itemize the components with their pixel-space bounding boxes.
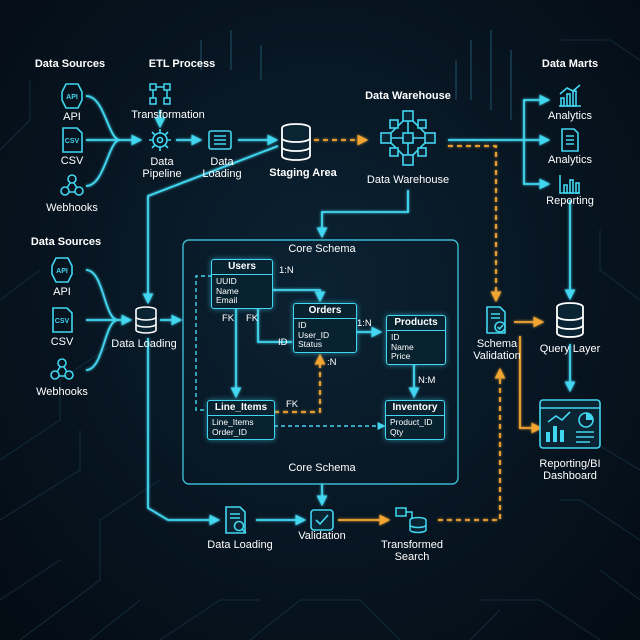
core-schema-container (182, 239, 459, 485)
validation-label: Validation (298, 530, 346, 542)
query-layer-database-icon (556, 302, 584, 338)
csv-icon: CSV (62, 127, 83, 153)
relation-fk-1: FK (222, 313, 235, 324)
relation-fk-2: FK (246, 313, 259, 324)
mart-analytics-label: Analytics (547, 110, 593, 122)
api-icon: API (61, 83, 83, 109)
entity-users-fields: UUID Name Email (212, 275, 272, 308)
field: Name (216, 285, 239, 296)
field: Line_Items (212, 417, 254, 427)
warehouse-network-icon (380, 110, 436, 166)
entity-line-items[interactable]: Line_Items Line_Items Order_ID (207, 400, 275, 440)
entity-products-fields: ID Name Price (387, 331, 445, 364)
dashboard-icon (539, 399, 601, 449)
core-schema-top-label: Core Schema (288, 243, 356, 255)
field: Product_ID (390, 417, 433, 427)
reporting-chart-icon (559, 175, 580, 194)
analytics-chart-icon (559, 84, 581, 107)
orange-connectors (274, 134, 545, 526)
relation-lineitems-fk: FK (286, 399, 299, 410)
mart-analytics-2-label: Analytics (547, 154, 593, 166)
field: User_ID (298, 329, 330, 340)
entity-products-title: Products (387, 316, 445, 331)
source-api-bottom-label: API (53, 286, 71, 298)
source-csv-label: CSV (60, 155, 84, 167)
data-warehouse-header: Data Warehouse (365, 90, 451, 102)
field: Status (298, 339, 323, 349)
svg-text:API: API (66, 94, 78, 101)
entity-orders[interactable]: Orders ID User_ID Status (293, 303, 357, 353)
entity-inventory[interactable]: Inventory Product_ID Qty (385, 400, 445, 440)
svg-text:CSV: CSV (55, 318, 70, 325)
gear-icon (149, 129, 171, 151)
cyan-connectors (85, 94, 576, 526)
bottom-loading-icon (225, 506, 247, 534)
etl-process-header: ETL Process (148, 58, 216, 70)
query-layer-label: Query Layer (539, 343, 601, 355)
source-webhooks-label: Webhooks (46, 202, 98, 214)
data-sources-bottom-header: Data Sources (30, 236, 102, 248)
svg-text:API: API (56, 268, 68, 275)
transformation-icon (149, 83, 171, 105)
transformed-search-icon (395, 507, 427, 534)
field: Price (391, 351, 411, 361)
schema-validation-icon (486, 306, 506, 334)
field: UUID (216, 276, 237, 286)
entity-line-items-title: Line_Items (208, 401, 274, 416)
core-schema-bottom-label: Core Schema (288, 462, 356, 474)
relation-orders-id: ID (278, 337, 288, 348)
source-api-label: API (63, 111, 81, 123)
relation-users-orders: 1:N (279, 265, 294, 276)
transformation-label: Transformation (131, 109, 205, 121)
field: ID (298, 320, 307, 330)
schema-validation-label: Schema Validation (473, 338, 521, 362)
field: Order_ID (212, 426, 247, 437)
relation-orders-n: :N (327, 357, 337, 368)
field: Name (391, 341, 414, 352)
transformed-search-label: Transformed Search (381, 539, 443, 563)
data-sources-top-header: Data Sources (34, 58, 106, 70)
mart-reporting-label: Reporting (546, 195, 594, 207)
webhooks-icon (60, 174, 84, 196)
data-loading-left-label: Data Loading (111, 338, 177, 350)
entity-orders-fields: ID User_ID Status (294, 319, 356, 352)
bottom-data-loading-label: Data Loading (207, 539, 273, 551)
entity-inventory-fields: Product_ID Qty (386, 416, 444, 439)
entity-orders-title: Orders (294, 304, 356, 319)
relation-orders-products: 1:N (357, 318, 372, 329)
field: ID (391, 332, 400, 342)
warehouse-label: Data Warehouse (366, 174, 450, 186)
entity-products[interactable]: Products ID Name Price (386, 315, 446, 365)
field: Email (216, 295, 238, 305)
er-dashed-links (195, 275, 386, 431)
validation-icon (310, 509, 334, 531)
csv-icon: CSV (52, 307, 73, 333)
webhooks-icon (50, 358, 74, 380)
staging-database-icon (281, 123, 311, 161)
data-marts-header: Data Marts (541, 58, 599, 70)
background-grid-dots (200, 30, 512, 120)
staging-area-label: Staging Area (269, 167, 337, 179)
entity-inventory-title: Inventory (386, 401, 444, 416)
relation-products-inventory: N:M (418, 375, 436, 386)
data-loading-database-icon (135, 306, 157, 334)
svg-text:CSV: CSV (65, 138, 80, 145)
field: Qty (390, 426, 404, 437)
source-csv-bottom-label: CSV (50, 336, 74, 348)
entity-users[interactable]: Users UUID Name Email (211, 259, 273, 309)
entity-users-title: Users (212, 260, 272, 275)
analytics-document-icon (561, 128, 579, 152)
reporting-bi-label: Reporting/BI Dashboard (539, 458, 601, 482)
loading-icon (208, 130, 232, 150)
source-webhooks-bottom-label: Webhooks (36, 386, 88, 398)
data-pipeline-label: Data Pipeline (142, 156, 182, 180)
entity-line-items-fields: Line_Items Order_ID (208, 416, 274, 439)
data-loading-etl-label: Data Loading (202, 156, 242, 180)
api-icon: API (51, 257, 73, 283)
